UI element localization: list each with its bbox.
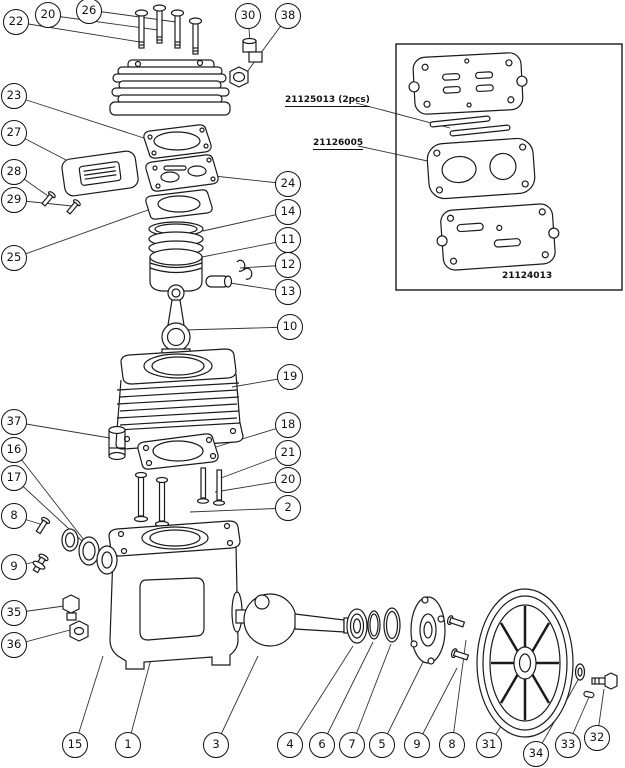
callout-balloon: 16 [1,437,27,463]
shaft-key [583,690,595,699]
callout-balloon: 30 [235,3,261,29]
plate-gasket [145,189,213,220]
callout-balloon: 14 [275,199,301,225]
callout-balloon: 7 [339,732,365,758]
callout-balloon: 15 [62,732,88,758]
inset-reed-valves [429,115,511,137]
callout-balloon: 12 [275,252,301,278]
callout-balloon: 11 [275,227,301,253]
callout-balloon: 27 [1,120,27,146]
bearing-cover [410,596,446,665]
cylinder-gasket [137,433,219,470]
callout-balloon: 25 [1,245,27,271]
callout-balloon: 24 [275,171,301,197]
callout-balloon: 28 [1,159,27,185]
callout-balloon: 18 [275,412,301,438]
cylinder-head [109,59,231,116]
pin-clips [236,259,253,280]
head-bolts [134,4,203,55]
callout-balloon: 3 [203,732,229,758]
cover-screws [446,615,470,661]
callout-balloon: 34 [523,741,549,767]
callout-balloon: 29 [1,187,27,213]
callout-balloon: 35 [1,600,27,626]
circlip [367,610,381,640]
callout-balloon: 2 [275,495,301,521]
callout-balloon: 32 [584,725,610,751]
flywheel-washer [574,663,586,681]
callout-balloon: 9 [1,554,27,580]
filter-screws [41,191,81,215]
callout-balloon: 31 [476,732,502,758]
callout-balloon: 33 [555,732,581,758]
piston [149,248,203,292]
flywheel [476,588,574,738]
callout-balloon: 17 [1,465,27,491]
callout-balloon: 36 [1,632,27,658]
callout-balloon: 20 [275,467,301,493]
head-gasket [143,124,212,159]
oil-plug [62,594,89,642]
callout-balloon: 8 [439,732,465,758]
elbow-fitting [242,37,263,63]
part-number-label: 21126005 [313,138,364,150]
compression-nut [229,66,249,88]
flywheel-bolt [591,672,618,690]
callout-balloon: 21 [275,440,301,466]
valve-plate [145,154,219,192]
ball-bearing [346,608,368,644]
inset-valve-plate [408,52,528,115]
case-screws [32,516,51,574]
callout-balloon: 5 [369,732,395,758]
inset-head-gasket [426,137,536,200]
shaft-seals [61,528,118,575]
cylinder-bolts [133,467,226,528]
callout-balloon: 22 [3,9,29,35]
part-number-label: 21124013 [502,271,553,281]
crankcase [108,520,243,670]
callout-balloon: 13 [275,279,301,305]
callout-balloon: 26 [76,0,102,24]
inset-base-plate [436,203,560,271]
callout-balloon: 23 [1,83,27,109]
callout-balloon: 8 [1,503,27,529]
part-number-label: 21125013 (2pcs) [285,95,370,107]
callout-balloon: 19 [277,364,303,390]
cover-gasket [383,607,401,643]
callout-balloon: 20 [35,2,61,28]
callout-balloon: 6 [309,732,335,758]
callout-balloon: 10 [277,314,303,340]
callout-balloon: 1 [115,732,141,758]
cylinder [115,348,244,450]
wrist-pin [205,275,233,288]
piston-rings [148,221,204,256]
gasket-kit-inset [395,43,623,291]
intake-filter [61,150,139,197]
breather-tube [108,425,126,461]
crankshaft [235,593,354,647]
callout-balloon: 9 [404,732,430,758]
callout-balloon: 38 [275,3,301,29]
callout-balloon: 37 [1,409,27,435]
callout-balloon: 4 [277,732,303,758]
